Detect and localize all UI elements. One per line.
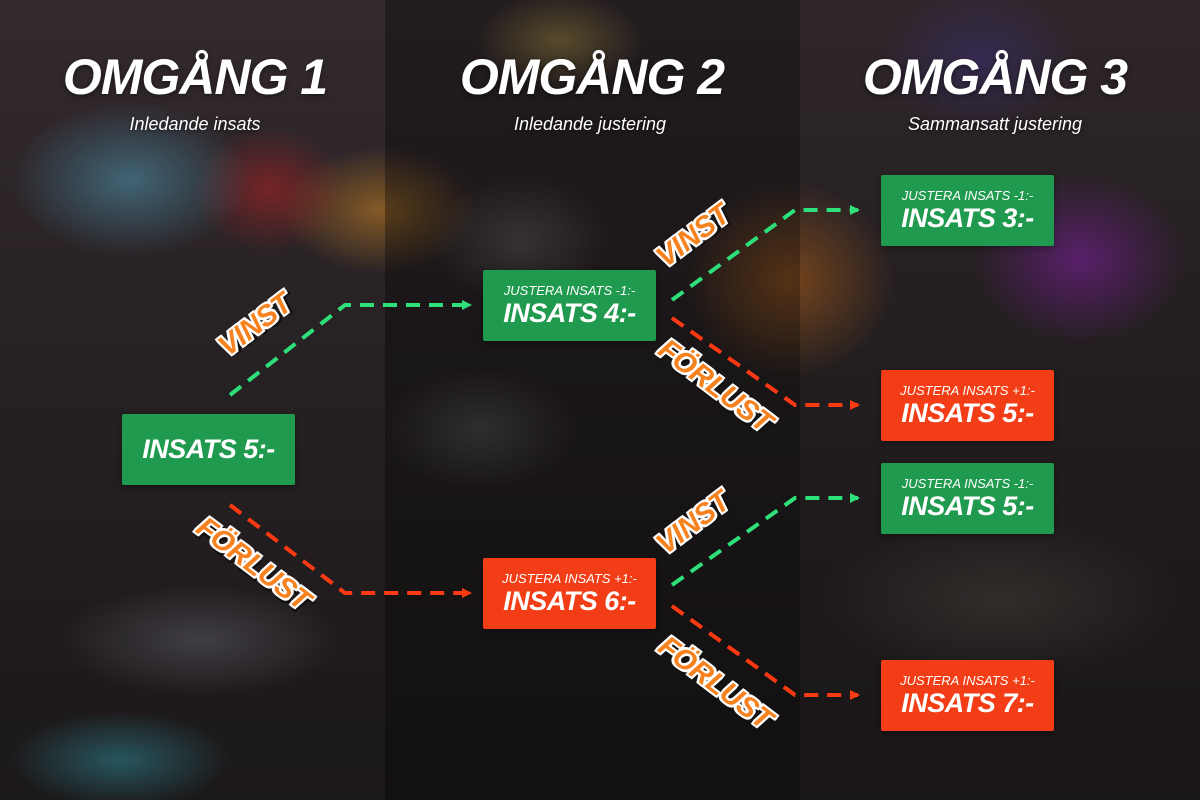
round-2-loss-box: JUSTERA INSATS +1:- INSATS 6:-	[483, 558, 656, 629]
adjust-text: JUSTERA INSATS +1:-	[502, 570, 637, 586]
stake-value: INSATS 5:-	[901, 397, 1034, 428]
adjust-text: JUSTERA INSATS +1:-	[900, 382, 1035, 398]
adjust-text: JUSTERA INSATS -1:-	[503, 282, 636, 298]
loss-path-r2loss-to-r3	[670, 604, 860, 700]
adjust-text: JUSTERA INSATS -1:-	[901, 475, 1034, 491]
round-1-title: OMGÅNG 1	[62, 49, 328, 105]
adjust-text: JUSTERA INSATS +1:-	[900, 672, 1035, 688]
stake-value: INSATS 7:-	[901, 687, 1034, 718]
stake-value: INSATS 5:-	[142, 434, 275, 464]
round-2-column	[385, 0, 800, 800]
round-3-loss-win-box: JUSTERA INSATS -1:- INSATS 5:-	[881, 463, 1054, 534]
stake-value: INSATS 5:-	[901, 490, 1034, 521]
round-1-subtitle: Inledande insats	[129, 114, 261, 134]
stake-value: INSATS 6:-	[503, 585, 636, 616]
loss-path-r2win-to-r3	[670, 316, 860, 410]
win-path-r2win-to-r3	[670, 205, 860, 302]
round-2-subtitle: Inledande justering	[513, 114, 667, 134]
round-3-loss-loss-box: JUSTERA INSATS +1:- INSATS 7:-	[881, 660, 1054, 731]
round-3-title: OMGÅNG 3	[862, 49, 1128, 105]
round-3-subtitle: Sammansatt justering	[907, 114, 1083, 134]
loss-path-start-to-r2	[228, 503, 472, 598]
start-stake-box: INSATS 5:-	[122, 414, 295, 485]
round-2-title: OMGÅNG 2	[459, 49, 725, 105]
win-path-start-to-r2	[228, 300, 472, 397]
adjust-text: JUSTERA INSATS -1:-	[901, 187, 1034, 203]
stake-value: INSATS 4:-	[503, 297, 636, 328]
round-3-win-win-box: JUSTERA INSATS -1:- INSATS 3:-	[881, 175, 1054, 246]
stake-value: INSATS 3:-	[901, 202, 1034, 233]
win-path-r2loss-to-r3	[670, 493, 860, 587]
round-1-column	[0, 0, 385, 800]
round-2-win-box: JUSTERA INSATS -1:- INSATS 4:-	[483, 270, 656, 341]
round-3-win-loss-box: JUSTERA INSATS +1:- INSATS 5:-	[881, 370, 1054, 441]
